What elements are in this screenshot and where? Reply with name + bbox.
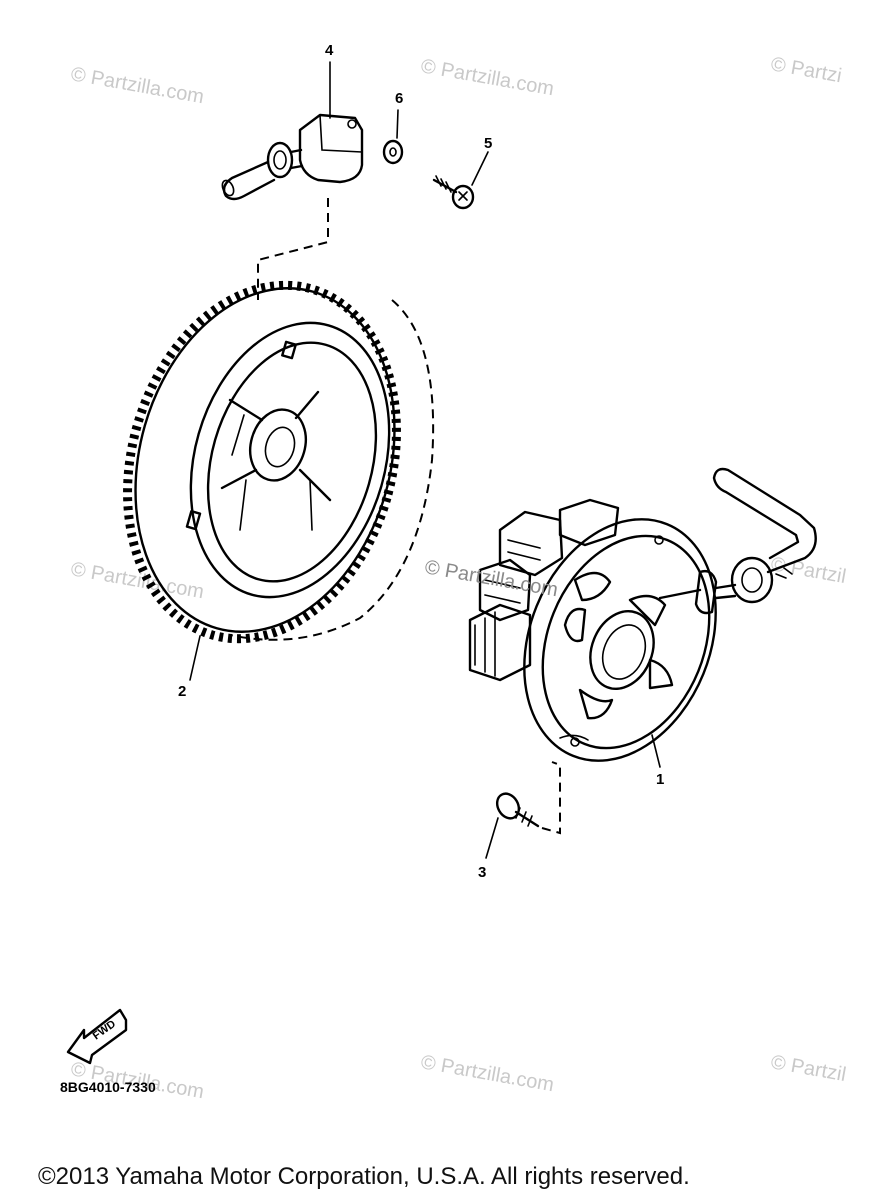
callout-1: 1 [656, 771, 664, 788]
callout-4: 4 [325, 42, 334, 59]
watermark-center: © Partzilla.com [423, 556, 560, 601]
diagram-part-code: 8BG4010-7330 [60, 1079, 156, 1095]
watermark-mid-left: © Partzilla.com [69, 558, 206, 603]
callout-2: 2 [178, 683, 186, 700]
watermark-top-left: © Partzilla.com [69, 63, 206, 108]
watermark-top-right: © Partzi [769, 53, 843, 87]
copyright-notice: ©2013 Yamaha Motor Corporation, U.S.A. A… [38, 1163, 690, 1190]
watermark-bottom-middle: © Partzilla.com [419, 1051, 556, 1096]
stator-assembly-icon [468, 467, 817, 762]
watermark-top-middle: © Partzilla.com [419, 55, 556, 100]
callout-3: 3 [478, 864, 486, 881]
callout-6: 6 [395, 90, 403, 107]
watermark-bottom-right: © Partzil [769, 1051, 848, 1086]
washer-icon [382, 109, 404, 165]
watermark-mid-right: © Partzil [769, 553, 848, 588]
pickup-coil-icon [221, 113, 364, 201]
flywheel-icon [123, 280, 435, 644]
screw-icon [495, 761, 561, 835]
fwd-arrow-icon: FWD [66, 1008, 128, 1065]
callout-5: 5 [484, 135, 492, 152]
bolt-icon [432, 151, 489, 210]
